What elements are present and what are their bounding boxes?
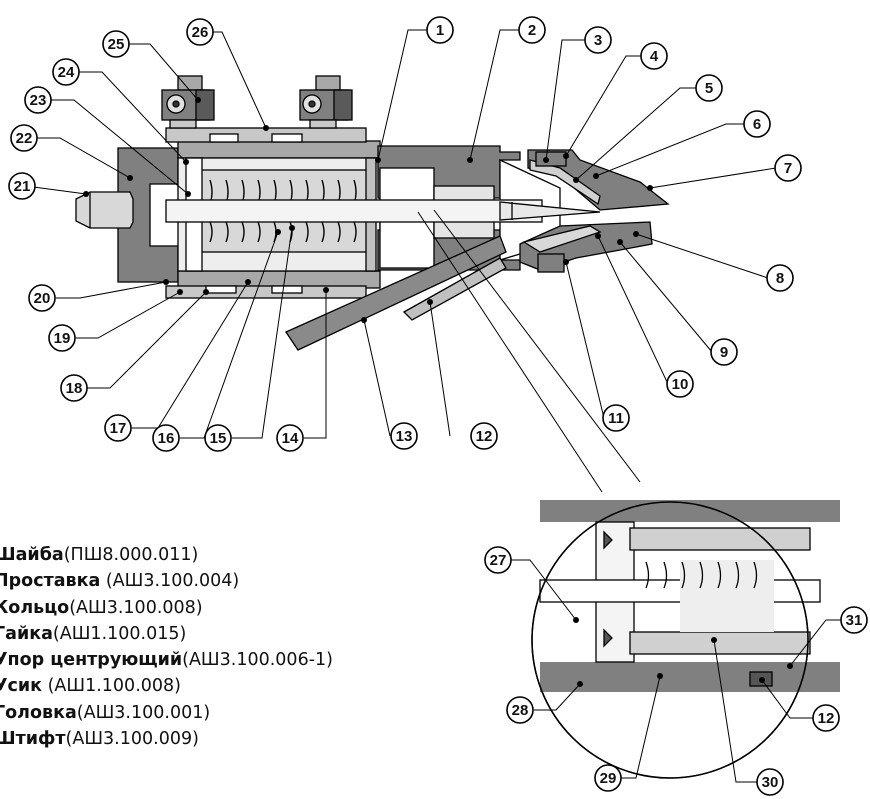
callout-23: 23 — [24, 86, 52, 114]
callout-number: 23 — [30, 92, 47, 109]
parts-legend: Шайба(ПШ8.000.011) Проставка (АШ3.100.00… — [0, 542, 333, 752]
callout-number: 13 — [396, 428, 413, 445]
legend-item: Шайба(ПШ8.000.011) — [0, 545, 199, 565]
callout-number: 12 — [818, 710, 835, 727]
callout-number: 24 — [58, 64, 75, 81]
callout-14: 14 — [276, 424, 304, 452]
callout-30: 30 — [756, 768, 784, 796]
callout-number: 2 — [528, 22, 536, 39]
legend-item: Усик (АШ1.100.008) — [0, 676, 181, 697]
side-tube — [285, 235, 507, 351]
leader-lines — [25, 29, 842, 783]
callout-24: 24 — [52, 58, 80, 86]
callout-12: 12 — [470, 422, 498, 450]
bottom-band — [165, 285, 367, 299]
legend-item: Штифт(АШ3.100.009) — [0, 729, 199, 750]
valve-blocks — [161, 75, 353, 129]
callout-number: 26 — [192, 24, 209, 41]
callout-10: 10 — [666, 370, 694, 398]
callout-15: 15 — [204, 424, 232, 452]
callout-number: 10 — [672, 376, 689, 393]
callout-number: 30 — [762, 774, 779, 791]
callout-number: 16 — [158, 430, 175, 447]
callout-9: 9 — [710, 338, 738, 366]
callout-6: 6 — [743, 110, 771, 138]
callout-number: 31 — [846, 612, 863, 629]
callout-number: 6 — [753, 116, 761, 133]
callout-21: 21 — [8, 172, 36, 200]
legend-item: Кольцо(АШ3.100.008) — [0, 597, 203, 618]
legend-item: Упор центрующий(АШ3.100.006-1) — [0, 650, 333, 671]
callout-27: 27 — [484, 546, 512, 574]
callout-number: 21 — [14, 178, 31, 195]
callout-number: 28 — [512, 702, 529, 719]
callout-2: 2 — [518, 16, 546, 44]
callout-7: 7 — [774, 154, 802, 182]
callout-number: 14 — [282, 430, 299, 447]
leader-dots — [83, 97, 793, 687]
callout-16: 16 — [152, 424, 180, 452]
callout-28: 28 — [506, 696, 534, 724]
callout-number: 1 — [436, 22, 444, 39]
legend-item: Головка(АШ3.100.001) — [0, 702, 211, 723]
callout-number: 29 — [600, 770, 617, 787]
callout-11: 11 — [602, 404, 630, 432]
detail-view — [417, 209, 840, 779]
callout-18: 18 — [60, 374, 88, 402]
callout-number: 25 — [108, 36, 125, 53]
callout-number: 4 — [650, 48, 659, 65]
callout-22: 22 — [10, 124, 38, 152]
callout-number: 8 — [776, 270, 784, 287]
callout-26: 26 — [186, 18, 214, 46]
callout-number: 18 — [66, 380, 83, 397]
callout-number: 19 — [54, 330, 71, 347]
callout-17: 17 — [104, 414, 132, 442]
callout-number: 11 — [608, 410, 624, 427]
callout-12: 12 — [812, 704, 840, 732]
callout-13: 13 — [390, 422, 418, 450]
fitting — [75, 191, 134, 229]
callout-number: 12 — [476, 428, 493, 445]
callout-number: 9 — [720, 344, 728, 361]
callout-25: 25 — [102, 30, 130, 58]
callout-3: 3 — [584, 26, 612, 54]
cylinder-top-wall — [177, 140, 381, 159]
legend-item: Гайка(АШ1.100.015) — [0, 623, 187, 644]
callout-20: 20 — [28, 284, 56, 312]
callout-29: 29 — [594, 764, 622, 792]
callout-4: 4 — [640, 42, 668, 70]
callout-number: 27 — [490, 552, 507, 569]
callout-1: 1 — [426, 16, 454, 44]
callout-number: 22 — [16, 130, 33, 147]
callout-31: 31 — [840, 606, 868, 634]
legend-item: Проставка (АШ3.100.004) — [0, 571, 240, 592]
callout-19: 19 — [48, 324, 76, 352]
callout-number: 5 — [705, 80, 713, 97]
rod — [165, 199, 543, 223]
callout-number: 20 — [34, 290, 51, 307]
callout-number: 7 — [784, 160, 792, 177]
callout-number: 3 — [594, 32, 602, 49]
callout-5: 5 — [695, 74, 723, 102]
callout-number: 17 — [110, 420, 127, 437]
callout-8: 8 — [766, 264, 794, 292]
callout-number: 15 — [210, 430, 227, 447]
